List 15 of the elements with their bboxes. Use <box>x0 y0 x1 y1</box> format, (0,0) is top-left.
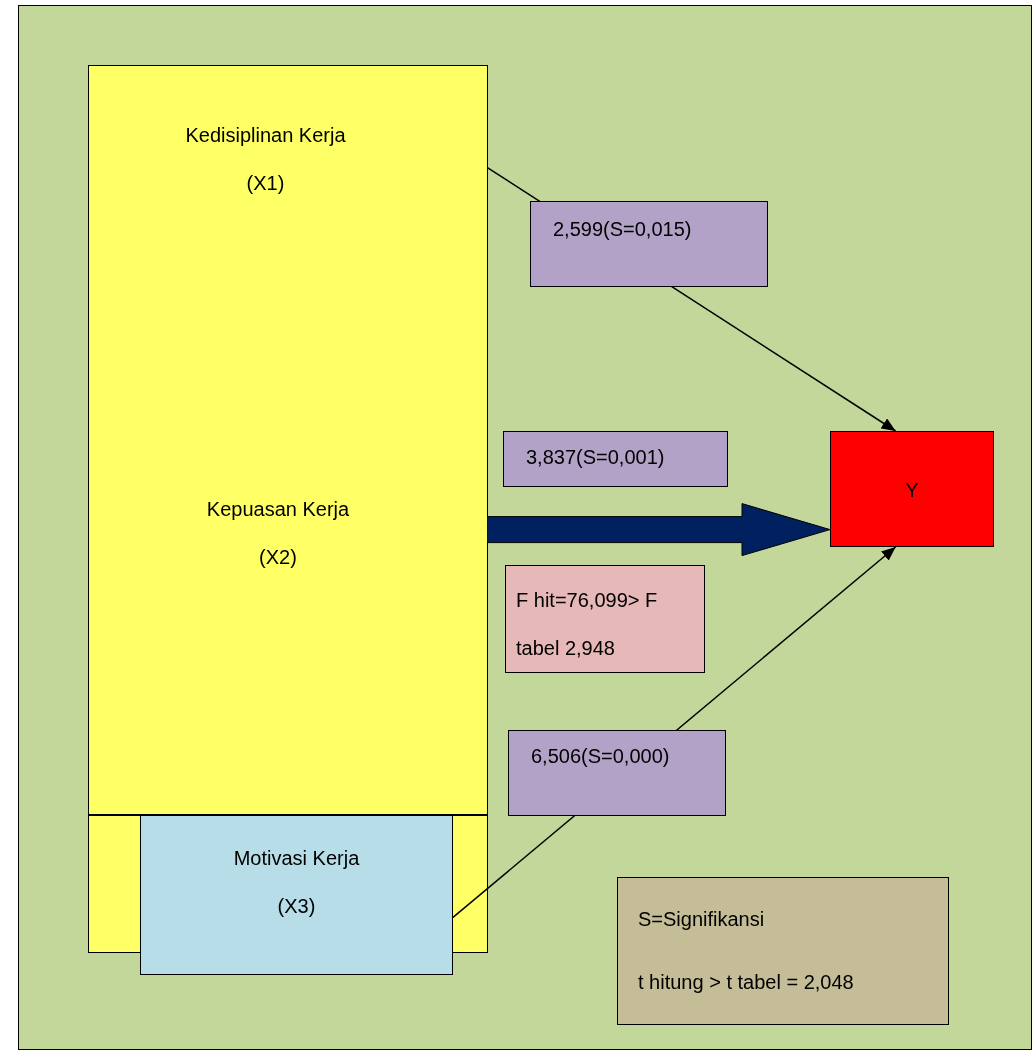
node-text: Kedisiplinan Kerja (X1) <box>184 123 347 196</box>
f-test-box <box>505 565 705 673</box>
dependent-variable-box <box>830 431 994 547</box>
node-text: t hitung > t tabel = 2,048 <box>637 971 855 994</box>
variable-box <box>140 815 453 975</box>
node-text: F hit=76,099> F tabel 2,948 <box>515 588 659 661</box>
block-arrow <box>486 503 831 557</box>
node-text: Y <box>904 478 920 503</box>
node-text: S=Signifikansi <box>637 908 766 931</box>
node-text: Motivasi Kerja (X3) <box>232 846 361 919</box>
node-text: Kepuasan Kerja (X2) <box>205 497 351 570</box>
note-box <box>617 877 949 1025</box>
edge-label: 2,599(S=0,015) <box>530 201 768 287</box>
edge-label: 6,506(S=0,000) <box>508 730 726 816</box>
edge-label: 3,837(S=0,001) <box>503 431 728 487</box>
